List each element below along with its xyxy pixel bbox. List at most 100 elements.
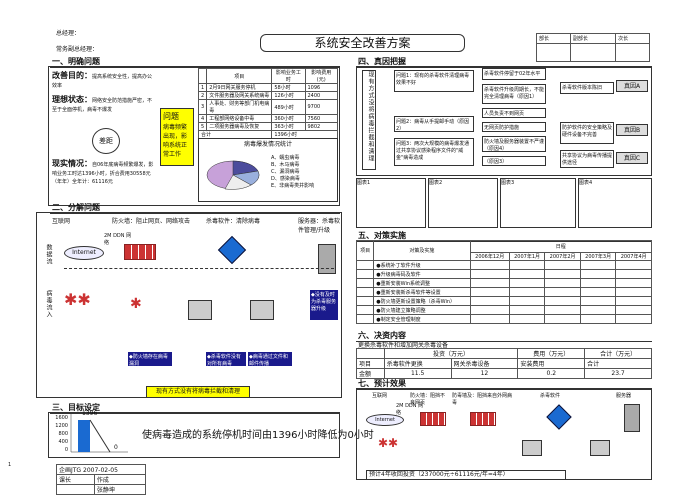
virus-icon: ✱✱	[64, 290, 91, 309]
plan-row: ●防火墙更新设置策略（杀毒Win）	[355, 296, 652, 306]
s7-firewall-icon	[420, 412, 446, 426]
s7-payback: 预计4年收回投资（237000元÷61116元/年=4年）	[366, 470, 566, 480]
s7-server-icon	[624, 404, 640, 432]
section-4-box	[356, 66, 652, 176]
general-manager-label: 总经理：	[56, 30, 81, 37]
investment-desc: 更换杀毒软件和增加网关杀毒设备	[358, 342, 449, 349]
ddn-label: 2M DDN 网络	[104, 233, 132, 246]
reason-text: 提高系统安全性，提高办公效率	[52, 74, 153, 89]
question-1: 问题1：现有的杀毒软件清理病毒效果不好	[394, 70, 474, 92]
s7-col-antivirus: 杀毒软件	[540, 393, 561, 399]
s7-ddn-label: 2M DDN 网络	[396, 403, 424, 416]
status-label: 现实情况：	[52, 159, 92, 168]
bar-target-label: 0	[114, 444, 118, 451]
data-flow-line	[64, 268, 334, 269]
s7-col-gateway: 防毒墙及：阻挡来自外网病毒	[452, 393, 513, 406]
note-spread: ◆病毒通过文件和邮件传播	[248, 352, 292, 367]
s7-computer-icon	[522, 440, 542, 456]
chart-4: 图表4	[578, 178, 652, 228]
note-server-upgrade: ◆没有及时为杀毒服务器升级	[310, 290, 338, 320]
plan-row: ●防火墙建立策略调整	[355, 305, 652, 315]
problem-label: 问题	[163, 112, 179, 121]
problem-box: 问题 病毒频繁出现，影响系统正常工作	[160, 108, 194, 166]
root-cause-c: 真因C	[616, 152, 648, 164]
target-text: 使病毒造成的系统停机时间由1396小时降低为0小时	[142, 430, 374, 441]
cause-mid: 杀毒软件停留于02年水平	[482, 68, 546, 80]
pie-legend: A、蠕虫病毒 B、木马病毒 C、漏洞病毒 D、感染病毒 E、非病毒类并影响	[271, 155, 315, 189]
page-number: 1	[8, 462, 12, 468]
sign-col: 副部长	[569, 33, 617, 44]
gap-circle: 差距	[92, 128, 120, 154]
root-cause-a: 真因A	[616, 80, 648, 92]
bar-current	[78, 420, 90, 452]
sign-col: 部长	[536, 33, 571, 44]
server-icon	[318, 244, 336, 274]
chart-2: 图表2	[428, 178, 498, 228]
deputy-manager-label: 常务副总经理：	[56, 46, 99, 53]
section-3-title: 三、目标设定	[50, 402, 340, 414]
cause-mid: 防火墙及服务器装置不严谨（原因4）	[482, 136, 546, 152]
cause-mid: 人员负责不到网页	[482, 108, 546, 118]
computer-icon	[188, 300, 212, 320]
cause-mid: （原因3）	[482, 156, 546, 166]
chart-3: 图表3	[500, 178, 576, 228]
footer-table: 企画JTG 2007-02-05 课长作成 张静坤	[56, 464, 147, 495]
root-cause-text: 共享协议为病毒传播提供途径	[560, 150, 614, 168]
sign-col: 次长	[615, 33, 650, 44]
row-dataflow: 数据流	[45, 244, 52, 265]
section-4-title: 四、真因把握	[356, 56, 652, 68]
section-1-title: 一、明确问题	[50, 56, 340, 68]
ideal-text: 网络安全防范措施严密，不至于全面停机，病毒不爆发	[52, 98, 153, 113]
section-2-title: 二、分解问题	[50, 202, 340, 214]
col-antivirus: 杀毒软件：清除病毒	[206, 218, 261, 225]
ideal-label: 理想状态：	[52, 95, 92, 104]
virus-icon: ✱	[130, 296, 142, 312]
section-7-title: 七、预计效果	[356, 378, 652, 390]
pie-title: 病毒爆发情况统计	[243, 141, 292, 148]
s7-col-server: 服务器	[616, 393, 632, 399]
signature-table: 部长副部长次长	[536, 33, 650, 62]
investment-table: 投资（万元）费用（万元）合计（万元） 项目杀毒软件更换网关杀毒设备安装费用合计 …	[356, 348, 652, 379]
s7-col-internet: 互联网	[372, 393, 388, 399]
col-server: 服务器：杀毒软件管理/升级	[298, 218, 341, 234]
note-firewall: ◆防火墙存在病毒漏洞	[128, 352, 172, 367]
col-firewall: 防火墙：阻止网页、网络攻击	[112, 218, 191, 225]
bar-current-label: 1396	[82, 410, 98, 417]
col-internet: 互联网	[52, 218, 71, 225]
section-6-title: 六、决资内容	[356, 330, 652, 342]
plan-row: ●重新安装新杀毒软件等设置	[355, 287, 652, 297]
question-2: 问题2：病毒从手提邮手动（原因2）	[394, 116, 474, 132]
section-1-box	[48, 66, 340, 206]
page-title: 系统安全改善方案	[260, 34, 465, 52]
plan-row: ●系统补丁软件升级	[355, 260, 652, 270]
status-text: 自06年底病毒频繁爆发，影响业务工时达1396小时，折合费用30558元（年年）…	[52, 162, 154, 185]
plan-row: ●制定安全管理制度	[355, 314, 652, 324]
question-3: 问题3：两次大规模的病毒爆发通过共享协议感染程序文件的"威金"病毒造成	[394, 138, 474, 166]
s7-virus-icon: ✱✱	[378, 436, 399, 450]
cause-mid: 无网页防护措施	[482, 122, 546, 132]
s7-col-firewall: 防火墙：阻挡不良网页	[410, 393, 446, 406]
internet-cloud: Internet	[64, 246, 104, 260]
root-cause-b: 真因B	[616, 124, 648, 136]
root-cause-text: 防护软件的安全策略及硬件设备不完善	[560, 122, 614, 144]
s7-internet-cloud: Internet	[366, 414, 404, 426]
pie-chart	[206, 160, 260, 190]
problem-text: 病毒频繁出现，影响系统正常工作	[163, 124, 188, 158]
target-chart	[70, 414, 128, 453]
root-cause-side: 现有方式没将病毒拦截和清理	[362, 70, 376, 170]
section-3-box	[48, 412, 340, 458]
row-virus: 病毒流入	[45, 290, 52, 318]
section-2-conclusion: 现有方式没有将病毒拦截和清理	[146, 386, 250, 398]
plan-row: ●重新安装Win系统调整	[355, 278, 652, 288]
reason-label: 改善目的：	[52, 71, 92, 80]
note-antivirus: ◆杀毒软件没有对所有病毒	[206, 352, 246, 367]
